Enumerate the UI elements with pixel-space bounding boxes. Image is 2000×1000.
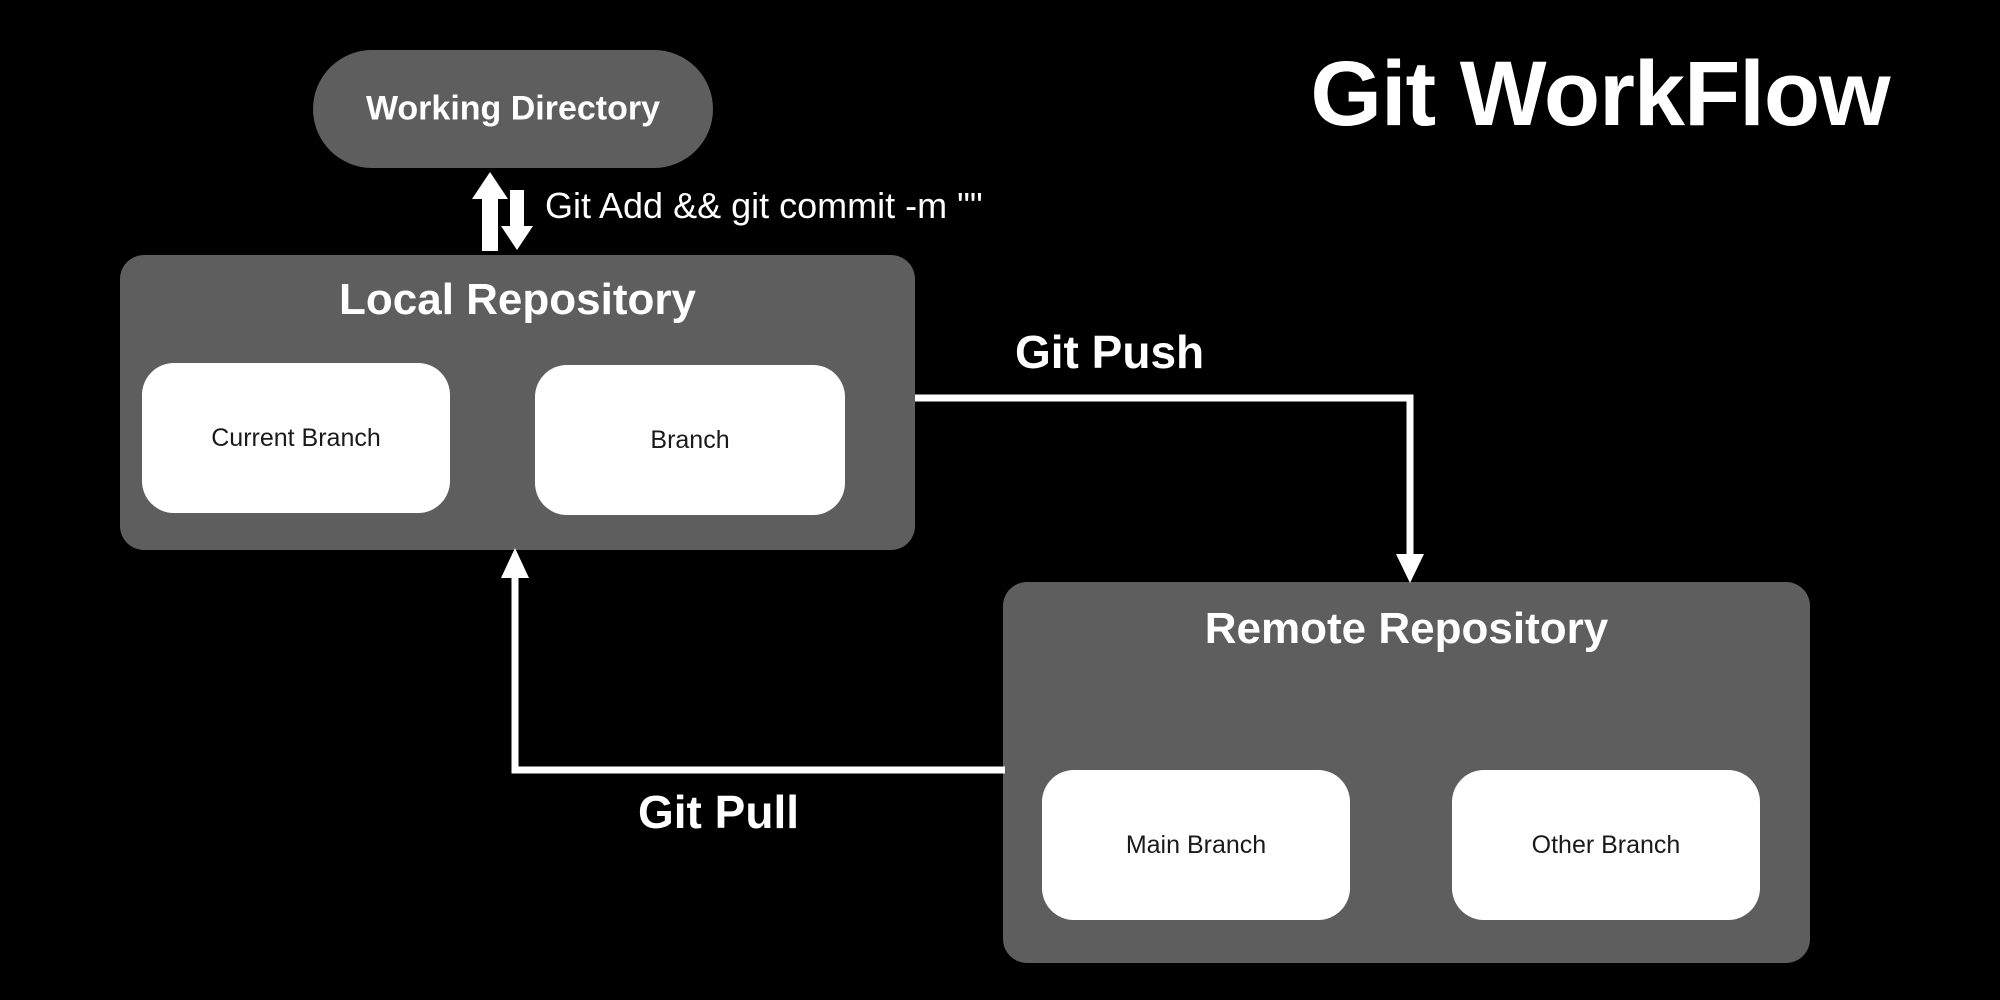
page-title: Git WorkFlow [1310,43,1890,145]
node-working-directory[interactable]: Working Directory [313,50,713,168]
git-pull-connector [501,548,1005,774]
remote-branch-card-main[interactable]: Main Branch [1042,770,1350,920]
edge-label-push: Git Push [1015,326,1205,378]
local-branch-label-current: Current Branch [211,423,381,452]
node-remote-repository[interactable]: Remote Repository Main Branch Other Bran… [1003,582,1810,963]
remote-branch-card-other[interactable]: Other Branch [1452,770,1760,920]
arrow-down-icon [1396,554,1424,583]
local-branch-card-branch[interactable]: Branch [535,365,845,515]
local-repository-title: Local Repository [339,275,696,324]
local-branch-card-current[interactable]: Current Branch [142,363,450,513]
remote-branch-label-main: Main Branch [1125,830,1267,859]
up-down-arrows-icon [472,172,533,251]
edge-label-commit: Git Add && git commit -m "" [545,185,983,226]
edge-label-pull: Git Pull [638,786,799,838]
git-push-connector [915,394,1424,583]
remote-repository-title: Remote Repository [1204,604,1609,653]
node-local-repository[interactable]: Local Repository Current Branch Branch [120,255,915,550]
local-branch-label-branch: Branch [650,425,730,454]
arrow-up-icon [501,548,529,578]
remote-branch-label-other: Other Branch [1531,830,1681,859]
working-directory-label: Working Directory [365,89,661,128]
